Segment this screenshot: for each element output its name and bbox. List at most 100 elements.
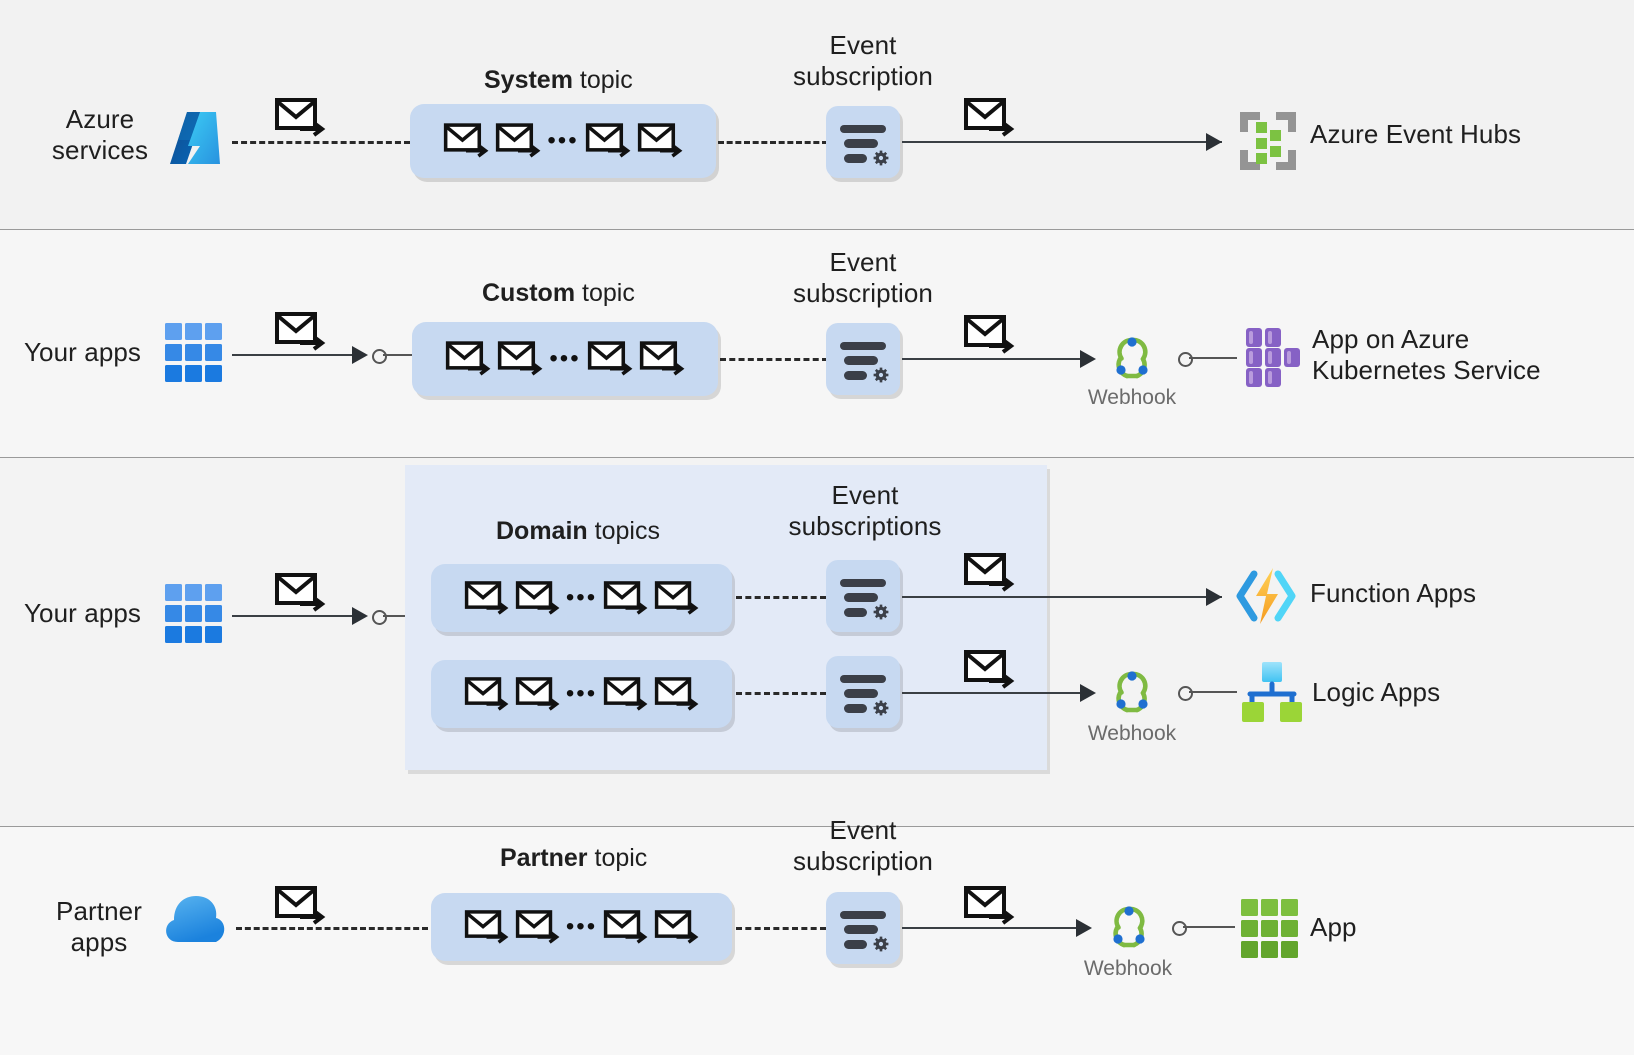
- cloud-blue-icon: [160, 890, 232, 954]
- envelope-arrow-icon: [654, 580, 699, 615]
- connector-webhook-to-app: [1183, 926, 1235, 928]
- arrowhead-icon: [1206, 133, 1222, 151]
- connector-endpoint-dot: [372, 349, 387, 364]
- envelope-arrow-icon: [446, 341, 491, 376]
- filter-gear-icon: [840, 675, 889, 716]
- connector-subscription-to-webhook-custom: [902, 358, 1088, 360]
- connector-source-to-topic-partner: [236, 927, 428, 930]
- connector-topic-to-subscription-custom: [720, 358, 828, 361]
- source-label-your-apps-custom: Your apps: [24, 337, 142, 367]
- connector-webhook-to-logic-apps: [1189, 691, 1237, 693]
- topic-title-custom-bold: Custom: [482, 279, 576, 307]
- row-custom-topic: [0, 230, 1634, 457]
- event-subscription-domain-2[interactable]: [826, 656, 900, 728]
- ellipsis: •••: [565, 680, 598, 707]
- envelope-arrow-icon: [963, 313, 1015, 357]
- connector-endpoint-dot: [1178, 352, 1193, 367]
- topic-title-partner-bold: Partner: [500, 844, 588, 872]
- envelope-arrow-icon: [496, 123, 541, 158]
- app-grid-green-icon: [1240, 898, 1300, 960]
- envelope-arrow-icon: [274, 96, 326, 140]
- ellipsis: •••: [549, 345, 581, 372]
- envelope-arrow-icon: [515, 676, 560, 711]
- envelope-arrow-icon: [603, 909, 648, 944]
- row-partner-topic: [0, 827, 1634, 1055]
- connector-subscription-to-webhook-partner: [902, 927, 1084, 929]
- topic-title-domain: Domain topics: [496, 517, 660, 545]
- connector-domain2-to-subscription: [736, 692, 826, 695]
- source-label-azure-services: Azure services: [51, 104, 149, 165]
- source-label-partner-apps: Partner apps: [56, 896, 142, 957]
- envelope-arrow-icon: [274, 571, 326, 615]
- envelope-arrow-icon: [464, 909, 509, 944]
- arrowhead-icon: [352, 607, 368, 625]
- envelope-arrow-icon: [963, 96, 1015, 140]
- connector-subscription-to-function-apps: [902, 596, 1222, 598]
- ellipsis: •••: [565, 584, 598, 611]
- subscription-label-custom: Event subscription: [793, 247, 933, 308]
- topic-title-partner-rest: topic: [587, 844, 648, 872]
- envelope-arrow-icon: [585, 123, 631, 158]
- event-subscription-partner[interactable]: [826, 892, 900, 964]
- webhook-label-partner: Webhook: [1083, 957, 1173, 980]
- arrowhead-icon: [1076, 919, 1092, 937]
- topic-title-custom-rest: topic: [575, 279, 635, 307]
- connector-source-to-topic-system: [232, 141, 410, 144]
- azure-event-hubs-icon: [1236, 108, 1300, 174]
- topic-box-system[interactable]: •••: [410, 104, 716, 178]
- topic-title-domain-rest: topics: [587, 517, 660, 545]
- topic-title-custom: Custom topic: [482, 279, 635, 307]
- source-label-your-apps-domain: Your apps: [24, 598, 142, 628]
- envelope-arrow-icon: [444, 123, 489, 158]
- connector-endpoint-dot: [1172, 921, 1187, 936]
- envelope-arrow-icon: [654, 909, 699, 944]
- azure-logo-icon: [166, 106, 224, 168]
- topic-box-domain-2[interactable]: •••: [431, 660, 732, 728]
- topic-title-system-rest: topic: [572, 66, 633, 94]
- target-label-function-apps: Function Apps: [1310, 578, 1477, 608]
- logic-apps-icon: [1240, 660, 1302, 724]
- row-separator-2: [0, 457, 1634, 458]
- topic-box-custom[interactable]: •••: [412, 322, 718, 396]
- envelope-arrow-icon: [274, 884, 326, 928]
- envelope-arrow-icon: [603, 580, 648, 615]
- target-label-aks: App on Azure Kubernetes Service: [1312, 324, 1541, 385]
- row-separator-3: [0, 826, 1634, 827]
- subscription-label-system: Event subscription: [793, 30, 933, 91]
- target-label-azure-event-hubs: Azure Event Hubs: [1310, 119, 1522, 149]
- envelope-arrow-icon: [654, 676, 699, 711]
- envelope-arrow-icon: [639, 341, 685, 376]
- topic-box-domain-1[interactable]: •••: [431, 564, 732, 632]
- connector-source-to-domain: [232, 615, 358, 617]
- connector-subscription-to-target-system: [902, 141, 1222, 143]
- event-subscription-system[interactable]: [826, 106, 900, 178]
- webhook-icon: [1100, 899, 1158, 955]
- event-subscription-custom[interactable]: [826, 323, 900, 395]
- event-subscription-domain-1[interactable]: [826, 560, 900, 632]
- topic-title-system: System topic: [484, 66, 633, 94]
- app-grid-blue-icon: [164, 322, 224, 384]
- ellipsis: •••: [565, 913, 598, 940]
- envelope-arrow-icon: [637, 123, 683, 158]
- subscription-label-partner: Event subscription: [793, 815, 933, 876]
- filter-gear-icon: [840, 911, 889, 952]
- envelope-arrow-icon: [963, 884, 1015, 928]
- webhook-icon: [1103, 330, 1161, 386]
- envelope-arrow-icon: [587, 341, 633, 376]
- envelope-arrow-icon: [274, 310, 326, 354]
- connector-domain1-to-subscription: [736, 596, 826, 599]
- topic-title-system-bold: System: [484, 66, 573, 94]
- connector-topic-to-subscription-system: [718, 141, 828, 144]
- subscription-label-domain: Event subscriptions: [788, 480, 942, 541]
- connector-webhook-to-target-custom: [1189, 357, 1237, 359]
- envelope-arrow-icon: [963, 648, 1015, 692]
- envelope-arrow-icon: [963, 551, 1015, 595]
- connector-topic-to-subscription-partner: [736, 927, 826, 930]
- function-apps-icon: [1232, 564, 1300, 628]
- connector-subscription-to-webhook-domain: [902, 692, 1088, 694]
- row-system-topic: [0, 0, 1634, 229]
- topic-box-partner[interactable]: •••: [431, 893, 732, 961]
- envelope-arrow-icon: [464, 676, 509, 711]
- arrowhead-icon: [1080, 684, 1096, 702]
- topic-title-partner: Partner topic: [500, 844, 647, 872]
